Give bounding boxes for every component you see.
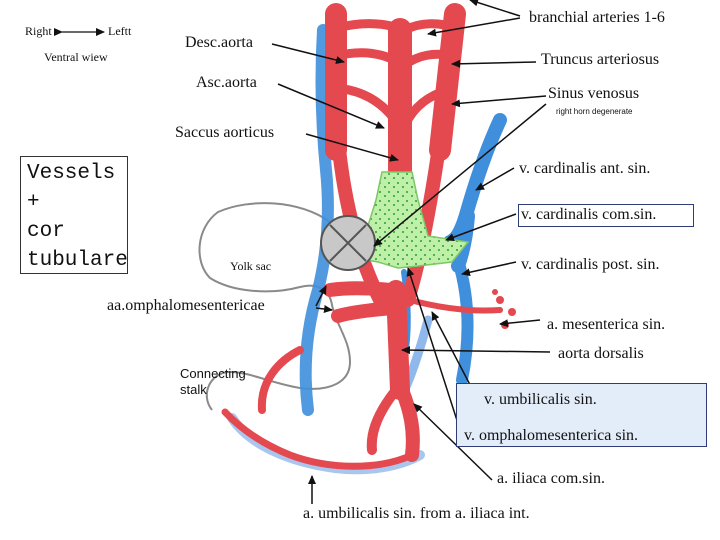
leader-desc-aorta <box>271 43 345 64</box>
leader-sinus-b <box>373 103 547 247</box>
label-v-omphalomesenterica: v. omphalomesenterica sin. <box>464 427 639 444</box>
leader-saccus <box>305 133 399 162</box>
label-asc-aorta: Asc.aorta <box>196 74 257 91</box>
v-cardinalis-com-frame <box>518 204 694 227</box>
highlight-box <box>456 383 707 447</box>
leader-aorta-dors <box>401 346 551 355</box>
a-iliaca-com-sin <box>395 383 420 462</box>
title-line-1: Vessels <box>27 162 116 185</box>
right-branchial-stack <box>429 3 466 161</box>
title-line-4: tubulare <box>27 249 128 272</box>
leader-sinus-a <box>451 95 547 108</box>
arch-4 <box>400 19 460 35</box>
label-connecting: Connecting <box>180 366 246 381</box>
aa-omphalomesentericae-1 <box>323 281 397 297</box>
label-aorta-dorsalis: aorta dorsalis <box>558 345 644 362</box>
orientation-left: Leftt <box>108 24 132 38</box>
a-umbilicalis-sin <box>221 408 416 470</box>
leader-a-iliaca <box>413 403 493 481</box>
leader-branchial-2 <box>427 17 521 37</box>
label-branchial-arteries: branchial arteries 1-6 <box>529 9 665 26</box>
leader-v-card-com <box>445 213 517 241</box>
label-a-umbilicalis: a. umbilicalis sin. from a. iliaca int. <box>303 505 530 522</box>
label-sinus-venosus: Sinus venosus <box>548 85 640 102</box>
label-truncus-arteriosus: Truncus arteriosus <box>541 51 660 68</box>
label-v-cardinalis-com: v. cardinalis com.sin. <box>521 206 657 223</box>
leader-truncus <box>451 59 537 68</box>
leader-v-card-post <box>461 261 517 277</box>
leader-branchial-1 <box>469 0 521 17</box>
yolk-sac-outline <box>198 202 352 411</box>
label-a-iliaca: a. iliaca com.sin. <box>497 470 605 487</box>
label-v-umbilicalis: v. umbilicalis sin. <box>484 391 597 408</box>
a-iliaca-right <box>366 385 401 455</box>
leader-v-omphalo <box>406 267 463 437</box>
label-a-mesenterica: a. mesenterica sin. <box>547 316 666 333</box>
label-sinus-note: right horn degenerate <box>556 107 633 116</box>
orientation-right: Right <box>25 24 52 38</box>
label-yolk-sac: Yolk sac <box>230 259 272 273</box>
segmental-artery-left <box>257 346 304 414</box>
v-cardinalis-post-sin <box>452 254 474 386</box>
leader-omphalo-2 <box>315 305 333 313</box>
leader-lines <box>271 0 551 504</box>
label-desc-aorta: Desc.aorta <box>185 34 253 51</box>
a-mesenterica-sin <box>407 297 503 314</box>
right-cardinal-vein <box>299 24 334 416</box>
label-aa-omphalomesentericae: aa.omphalomesentericae <box>107 297 265 314</box>
title-line-2: + <box>27 191 40 214</box>
leader-asc-aorta <box>277 83 385 129</box>
label-stalk: stalk <box>180 382 207 397</box>
label-saccus-aorticus: Saccus aorticus <box>175 124 275 141</box>
orientation-view: Ventral wiew <box>44 50 108 64</box>
sinus-venosus-right-horn <box>320 215 376 271</box>
title-line-3: cor <box>27 220 65 243</box>
aa-omphalomesentericae-2 <box>331 301 399 323</box>
vessels-title-box: Vessels + cor tubulare <box>20 156 128 274</box>
label-v-cardinalis-ant: v. cardinalis ant. sin. <box>519 160 651 177</box>
leader-omphalo-1 <box>315 285 327 307</box>
leader-v-card-ant <box>475 167 515 191</box>
label-v-cardinalis-post: v. cardinalis post. sin. <box>521 256 660 273</box>
leader-mesent <box>499 319 541 328</box>
